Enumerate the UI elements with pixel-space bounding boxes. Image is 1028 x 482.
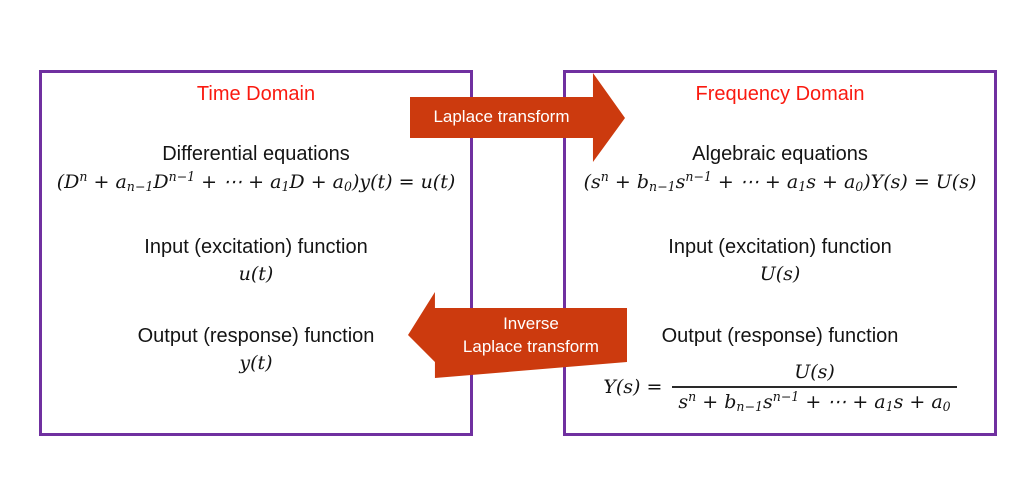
algebraic-equations-label: Algebraic equations (692, 143, 868, 165)
time-domain-box: Time Domain Differential equations (Dn +… (39, 70, 473, 436)
fraction-numerator: U(s) (794, 361, 835, 383)
input-function-value: u(t) (238, 263, 274, 285)
output-function-label: Output (response) function (137, 325, 375, 347)
differential-equations-label: Differential equations (162, 143, 350, 165)
input-function-label: Input (excitation) function (144, 236, 368, 258)
transfer-function-formula: Y(s) = U(s) sn + bn−1sn−1 + ⋯ + a1s + a0 (566, 361, 994, 413)
output-function-label: Output (response) function (661, 325, 899, 347)
frequency-domain-box: Frequency Domain Algebraic equations (sn… (563, 70, 997, 436)
time-domain-title: Time Domain (196, 83, 316, 105)
input-function-value: U(s) (759, 263, 801, 285)
laplace-transform-arrow-label: Laplace transform (433, 107, 570, 127)
algebraic-equation: (sn + bn−1sn−1 + ⋯ + a1s + a0)Y(s) = U(s… (583, 169, 977, 195)
inverse-label-line1: Inverse (503, 313, 559, 333)
inverse-laplace-transform-arrow-label: Inverse Laplace transform (435, 308, 627, 362)
differential-equation: (Dn + an−1Dn−1 + ⋯ + a1D + a0)y(t) = u(t… (56, 169, 456, 195)
inverse-label-line2: Laplace transform (462, 336, 599, 356)
output-function-value: y(t) (239, 352, 273, 374)
input-function-label: Input (excitation) function (668, 236, 892, 258)
formula-lhs: Y(s) = (603, 376, 663, 398)
fraction-denominator: sn + bn−1sn−1 + ⋯ + a1s + a0 (672, 386, 957, 413)
fraction: U(s) sn + bn−1sn−1 + ⋯ + a1s + a0 (672, 361, 957, 413)
frequency-domain-title: Frequency Domain (695, 83, 865, 105)
